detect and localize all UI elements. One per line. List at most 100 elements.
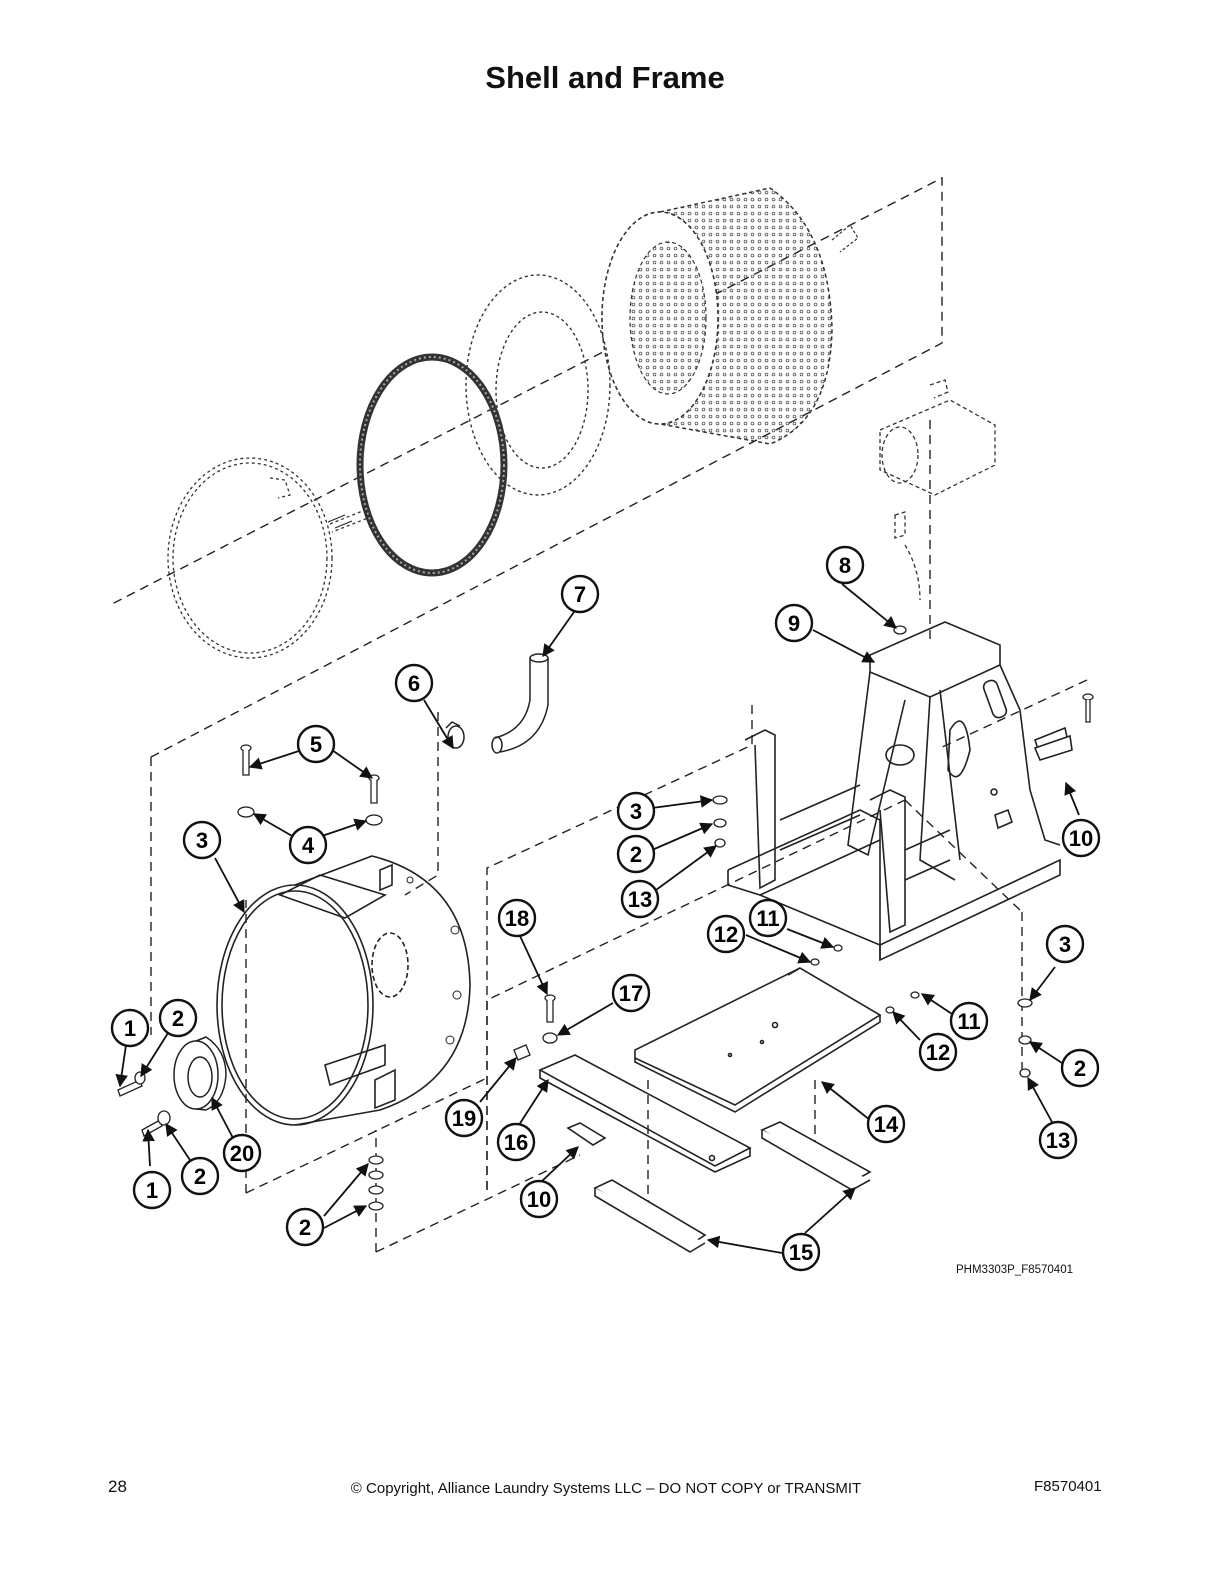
callout-11: 11: [949, 1001, 989, 1041]
callout-circle: [918, 1032, 958, 1072]
callout-13: 13: [1038, 1120, 1078, 1160]
callout-20: 20: [222, 1133, 262, 1173]
callout-number: 3: [630, 799, 642, 824]
callout-circle: [285, 1207, 325, 1247]
callout-3: 3: [1045, 924, 1085, 964]
callout-circle: [866, 1104, 906, 1144]
callout-circle: [825, 545, 865, 585]
callout-9: 9: [774, 603, 814, 643]
drum-cylinder: [601, 187, 859, 445]
callout-number: 12: [926, 1040, 950, 1065]
callout-number: 2: [630, 842, 642, 867]
callout-circle: [611, 973, 651, 1013]
callout-14: 14: [866, 1104, 906, 1144]
callout-circle: [560, 574, 600, 614]
callout-circle: [394, 663, 434, 703]
callout-number: 3: [1059, 932, 1071, 957]
callout-number: 5: [310, 732, 322, 757]
callout-circle: [1038, 1120, 1078, 1160]
bearing-flange: [173, 1036, 227, 1111]
callout-2: 2: [616, 834, 656, 874]
callout-circle: [748, 898, 788, 938]
callout-12: 12: [706, 914, 746, 954]
callout-number: 20: [230, 1141, 254, 1166]
callout-2: 2: [1060, 1048, 1100, 1088]
callout-number: 11: [756, 906, 779, 931]
callout-1: 1: [132, 1170, 172, 1210]
callout-circle: [781, 1232, 821, 1272]
callout-17: 17: [611, 973, 651, 1013]
callout-number: 19: [452, 1106, 476, 1131]
callout-circle: [1045, 924, 1085, 964]
callout-circle: [706, 914, 746, 954]
callout-3: 3: [182, 820, 222, 860]
callout-number: 16: [504, 1130, 528, 1155]
callout-number: 13: [628, 887, 652, 912]
callout-circle: [182, 820, 222, 860]
callout-7: 7: [560, 574, 600, 614]
callout-circle: [444, 1098, 484, 1138]
callout-circle: [180, 1156, 220, 1196]
callout-number: 10: [1069, 826, 1093, 851]
callout-number: 13: [1046, 1128, 1070, 1153]
callout-number: 8: [839, 553, 851, 578]
callout-2: 2: [158, 998, 198, 1038]
callout-number: 17: [619, 981, 643, 1006]
bearing-housing: [879, 379, 996, 601]
clamp-band: [167, 457, 369, 659]
page-title: Shell and Frame: [485, 60, 725, 95]
callout-number: 10: [527, 1187, 551, 1212]
leader-arrows: [115, 583, 1080, 1254]
copyright-notice: © Copyright, Alliance Laundry Systems LL…: [350, 1480, 862, 1497]
callout-circle: [620, 879, 660, 919]
callout-circle: [519, 1179, 559, 1219]
callout-circle: [616, 834, 656, 874]
callout-number: 1: [146, 1178, 158, 1203]
callout-circle: [288, 825, 328, 865]
callout-circle: [496, 1122, 536, 1162]
callout-circle: [1060, 1048, 1100, 1088]
callout-16: 16: [496, 1122, 536, 1162]
callout-number: 18: [505, 906, 529, 931]
callout-10: 10: [519, 1179, 559, 1219]
callout-number: 12: [714, 922, 738, 947]
callout-8: 8: [825, 545, 865, 585]
hardware: [117, 514, 1094, 1211]
support-plate: [634, 967, 882, 1113]
callout-5: 5: [296, 724, 336, 764]
callout-number: 11: [957, 1009, 980, 1034]
callout-circle: [616, 791, 656, 831]
callout-number: 7: [574, 582, 586, 607]
callout-number: 2: [172, 1006, 184, 1031]
callout-number: 1: [124, 1016, 136, 1041]
callout-circle: [132, 1170, 172, 1210]
callout-number: 2: [1074, 1056, 1086, 1081]
callout-12: 12: [918, 1032, 958, 1072]
callout-circle: [774, 603, 814, 643]
hose-clamp: [445, 721, 465, 749]
callout-number: 9: [788, 611, 800, 636]
outer-shell: [216, 855, 471, 1126]
callout-circle: [1061, 818, 1101, 858]
callout-number: 2: [299, 1215, 311, 1240]
drum-ring-plate: [465, 274, 611, 496]
callout-number: 3: [196, 828, 208, 853]
callout-number: 6: [408, 671, 420, 696]
callout-4: 4: [288, 825, 328, 865]
callout-circle: [110, 1008, 150, 1048]
channel-rail: [538, 1054, 752, 1173]
callout-19: 19: [444, 1098, 484, 1138]
page-number: 28: [108, 1477, 127, 1496]
callout-number: 15: [789, 1240, 813, 1265]
callout-3: 3: [616, 791, 656, 831]
callout-circle: [222, 1133, 262, 1173]
callout-18: 18: [497, 898, 537, 938]
callout-13: 13: [620, 879, 660, 919]
callout-2: 2: [180, 1156, 220, 1196]
callout-circle: [158, 998, 198, 1038]
rubber-pads: [566, 734, 1073, 1253]
elbow-hose: [491, 653, 549, 754]
callout-2: 2: [285, 1207, 325, 1247]
